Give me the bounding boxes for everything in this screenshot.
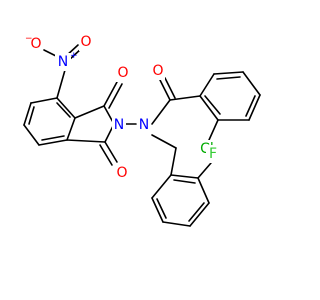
bond [164,77,176,99]
svg-text:O: O [80,34,91,50]
atom-n-nitro: N + [55,51,78,71]
svg-text:N: N [114,117,124,133]
bond [151,174,172,199]
bond [242,71,261,96]
bond [208,119,219,141]
bond [151,134,177,149]
atom-layer: O − N + O O O O N [25,33,219,182]
bond [28,106,35,125]
svg-text:O: O [152,63,163,79]
atom-o-nitro-minus: O − [25,34,43,53]
bond [248,94,261,121]
bond [151,197,164,223]
bond [104,141,118,163]
molecule-diagram: O − N + O O O O N [23,33,261,227]
bond [43,49,57,57]
bond [213,71,244,75]
bond [162,221,191,227]
bond [173,179,196,184]
bond [245,95,256,117]
bond [38,139,68,146]
bond [204,95,221,115]
bond [108,83,123,109]
bond [151,99,171,125]
bond [197,177,210,204]
svg-text:O: O [117,65,128,81]
bond [56,69,66,99]
svg-text:−: − [25,34,33,44]
bond [56,97,76,119]
bond [188,202,205,222]
bond [74,105,105,119]
atom-o-bottom: O [115,164,129,182]
atom-f: F [206,145,219,163]
bond [66,139,106,143]
svg-text:F: F [209,146,217,162]
atom-o-amide: O [151,62,165,80]
bond [103,81,118,107]
structure-canvas: O − N + O O O O N [23,33,261,227]
bond [30,97,58,104]
svg-text:O: O [116,165,127,181]
bond [66,117,76,141]
bond [216,76,241,80]
bond [170,147,177,176]
bond [99,144,113,166]
svg-text:N: N [58,54,68,70]
bond [199,73,215,97]
atom-n-imide: N [112,116,126,134]
svg-text:N: N [139,117,149,133]
bond [189,202,210,227]
atom-o-top: O [116,64,130,82]
bond [197,162,212,179]
bond [23,102,32,126]
svg-text:O: O [30,36,41,52]
bond [41,135,65,141]
bond-layer [23,44,261,227]
bond [199,95,219,121]
bond [56,102,71,118]
atom-n-amide: N [137,116,151,134]
atom-o-nitro: O [79,33,93,51]
bond [159,79,171,101]
bond [156,198,167,219]
bond [23,124,40,146]
bond [169,95,201,101]
svg-text:+: + [70,51,78,61]
bond [170,174,199,179]
